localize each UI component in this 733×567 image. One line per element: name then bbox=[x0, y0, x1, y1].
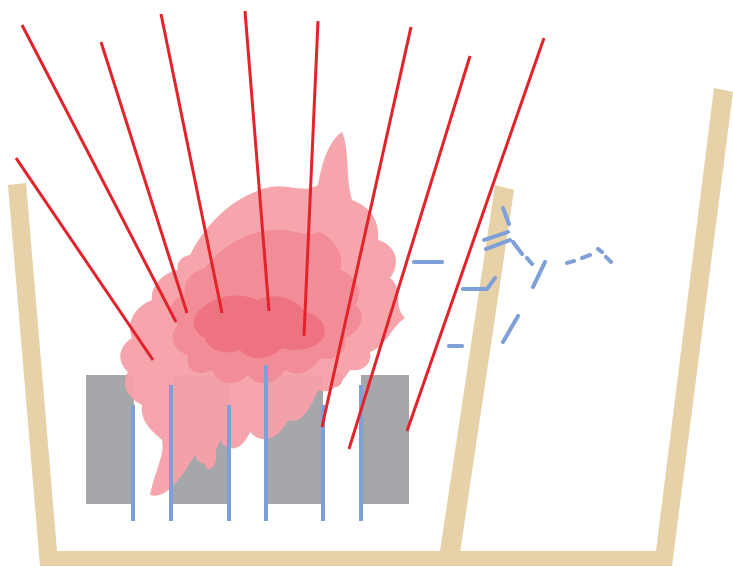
dash-12 bbox=[567, 261, 574, 263]
block-1 bbox=[86, 375, 134, 504]
dash-14 bbox=[598, 249, 602, 252]
dash-11 bbox=[533, 262, 545, 287]
block-4 bbox=[361, 375, 409, 504]
dash-5 bbox=[503, 316, 518, 342]
dash-15 bbox=[606, 257, 611, 262]
dash-13 bbox=[582, 255, 590, 258]
dash-10 bbox=[527, 258, 532, 264]
ray-2 bbox=[22, 25, 176, 322]
dash-9 bbox=[513, 242, 522, 254]
